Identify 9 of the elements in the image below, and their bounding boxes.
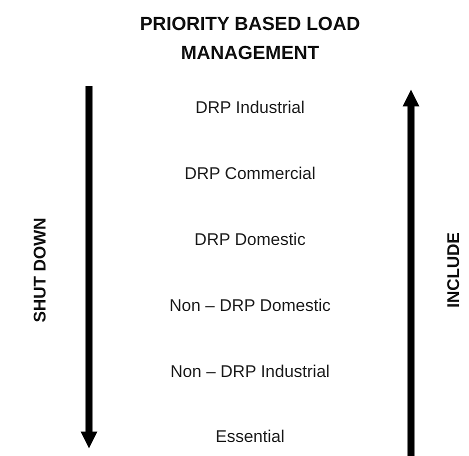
direction-label: INCLUDE	[444, 232, 464, 308]
direction-label: SHUT DOWN	[30, 218, 50, 322]
priority-level-label: DRP Industrial	[194, 97, 306, 119]
diagram-title: PRIORITY BASED LOAD MANAGEMENT	[138, 13, 362, 66]
priority-level-label: Non – DRP Industrial	[169, 361, 331, 383]
priority-level-label: Non – DRP Domestic	[168, 295, 332, 317]
priority-level-label: DRP Domestic	[193, 229, 307, 251]
priority-level-label: DRP Commercial	[184, 163, 316, 185]
priority-level-label: Essential	[214, 426, 286, 448]
